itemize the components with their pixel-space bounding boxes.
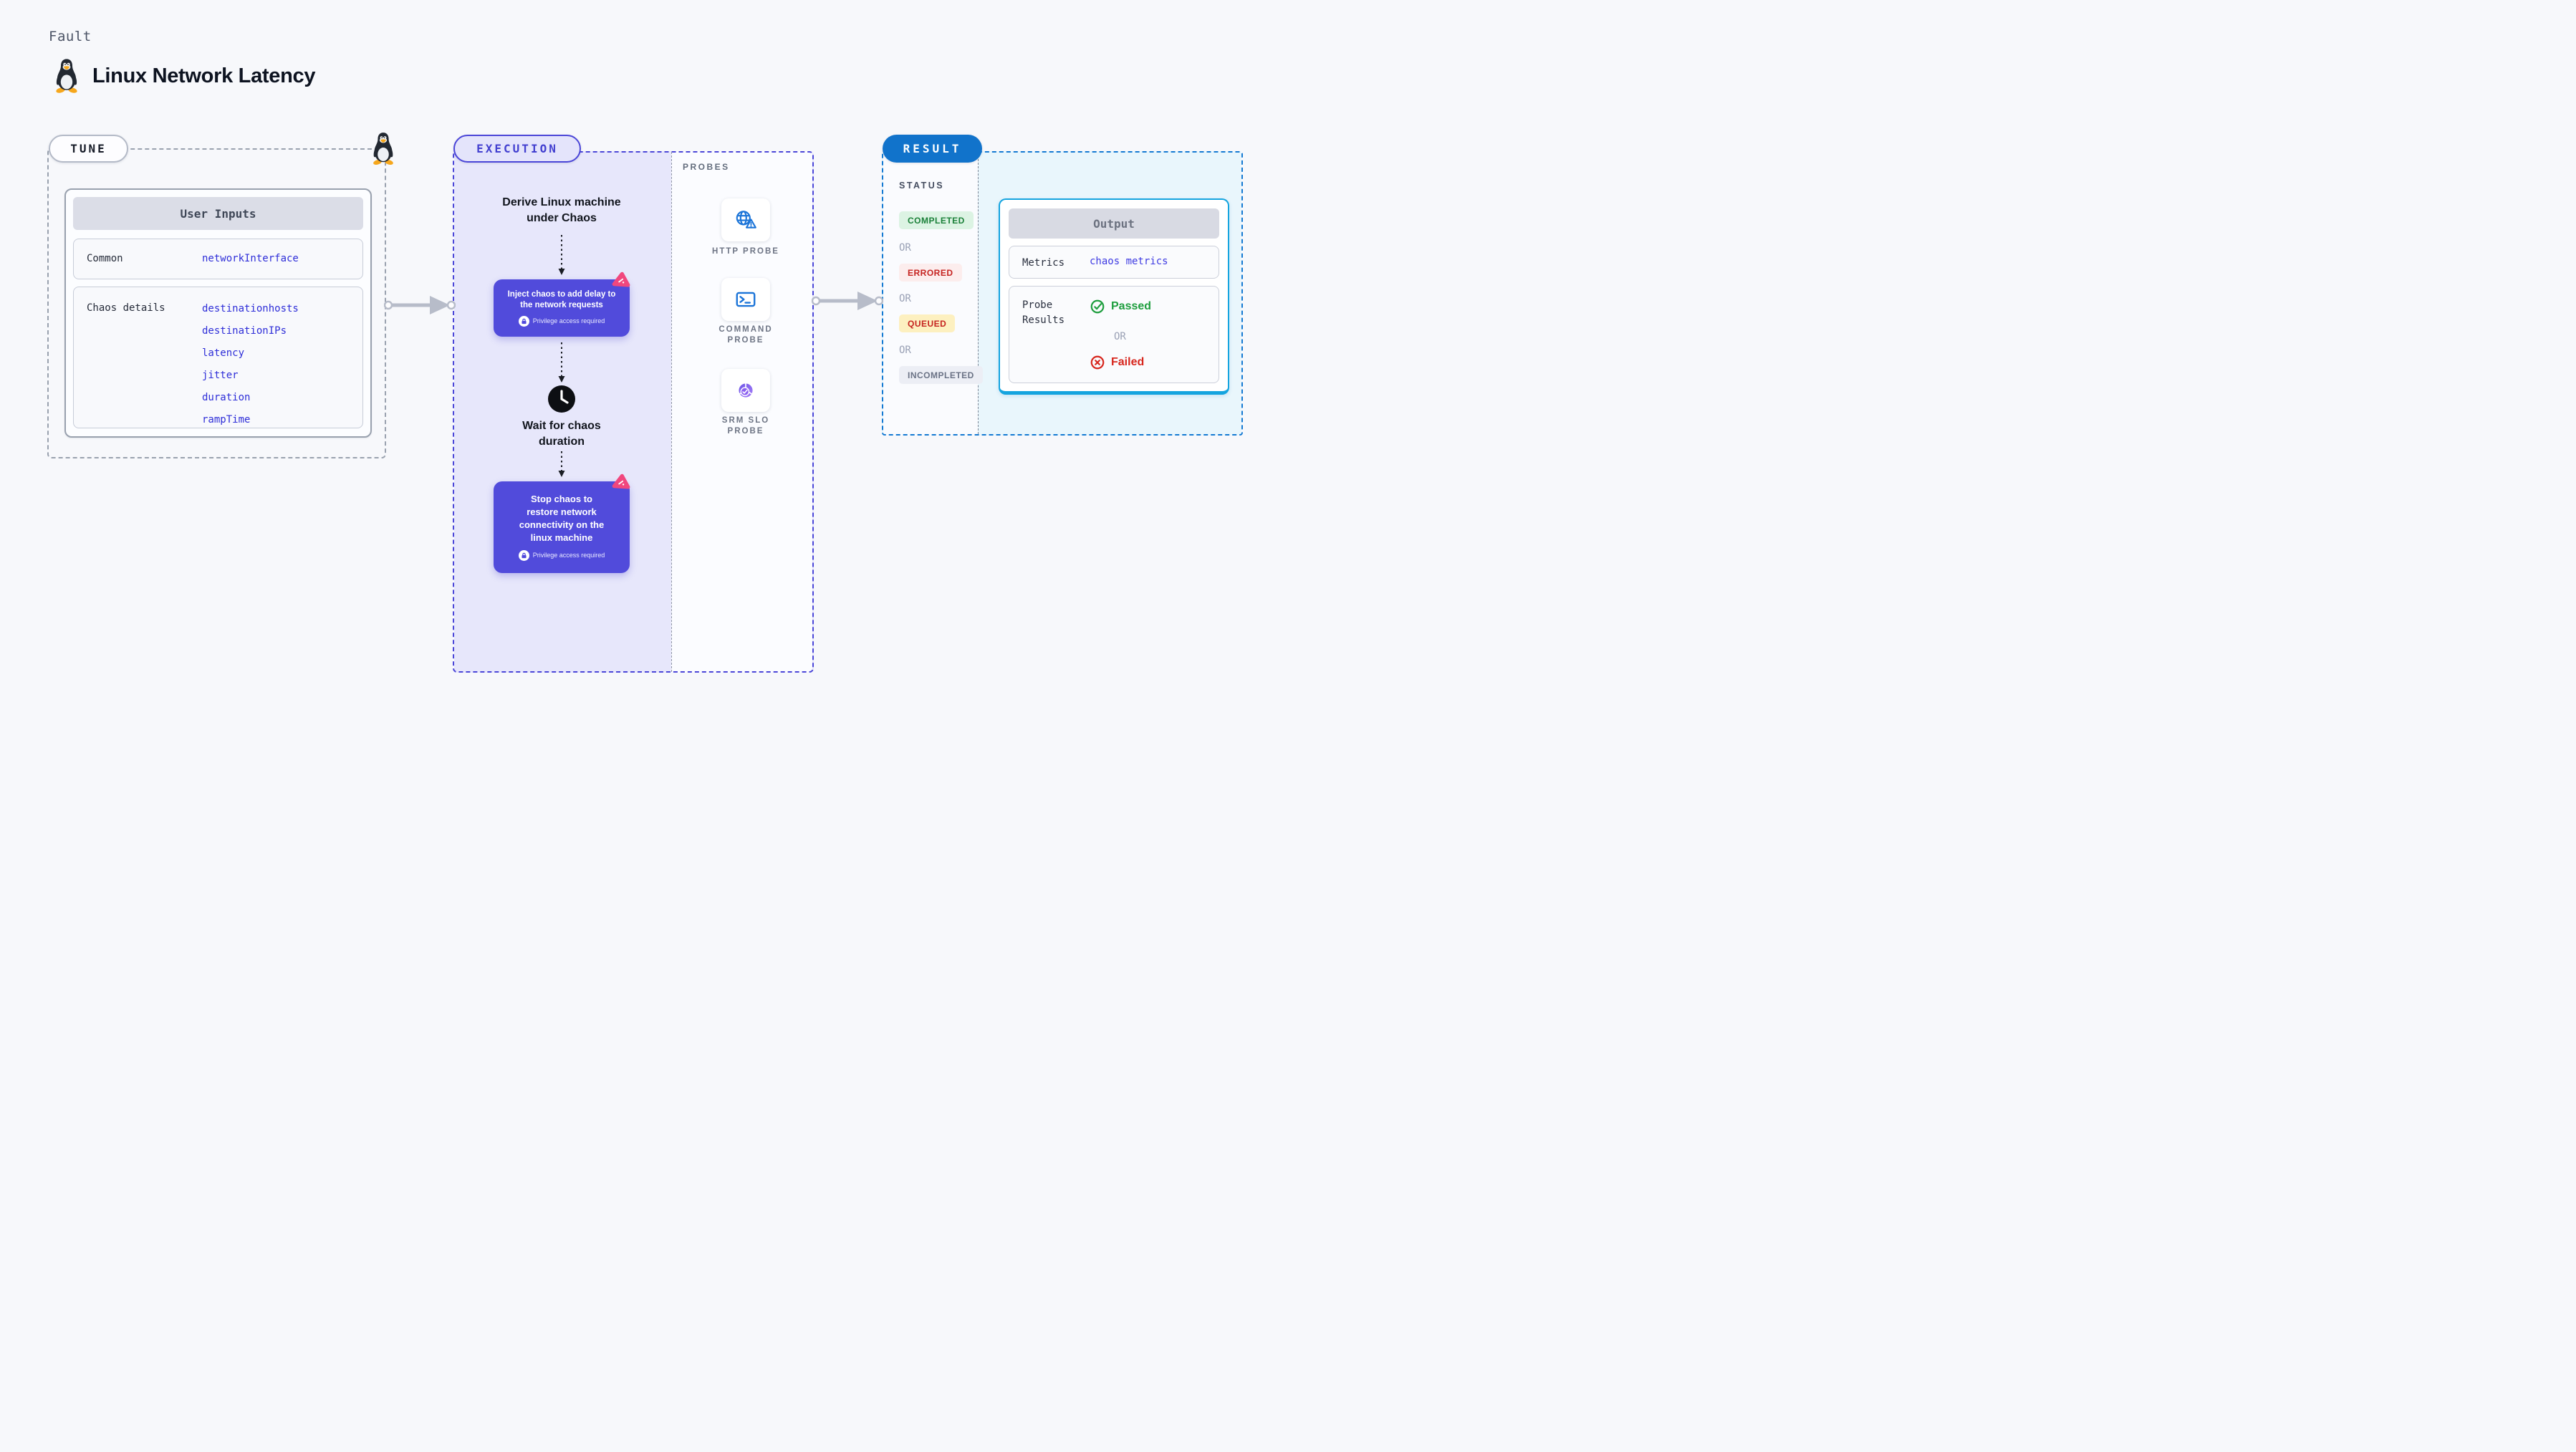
- execution-probes-divider: [671, 152, 672, 672]
- metrics-value: chaos metrics: [1090, 256, 1168, 267]
- command-probe-card: [721, 278, 770, 321]
- chaos-experiment-icon: [609, 269, 633, 293]
- input-row-label: Common: [87, 253, 123, 264]
- passed-result: Passed: [1090, 299, 1151, 314]
- chaos-value: jitter: [202, 370, 239, 381]
- status-output-divider: [978, 152, 979, 434]
- execution-badge: EXECUTION: [453, 135, 581, 163]
- terminal-icon: [734, 287, 758, 312]
- chaos-value: duration: [202, 392, 251, 403]
- fault-diagram: Fault Linux Network Latency TUNE User In…: [0, 0, 1288, 726]
- stop-chaos-node: Stop chaos to restore network connectivi…: [494, 481, 630, 573]
- wait-step-text: Wait for chaos duration: [522, 420, 601, 448]
- clock-icon: [548, 385, 575, 413]
- chaos-value: latency: [202, 347, 245, 359]
- inject-chaos-text: Inject chaos to add delay to the network…: [507, 289, 616, 310]
- probe-or-separator: OR: [1114, 331, 1126, 342]
- dotted-arrow-icon: [558, 342, 565, 383]
- tux-penguin-icon: [52, 57, 81, 95]
- metrics-label: Metrics: [1022, 257, 1065, 269]
- failed-label: Failed: [1111, 356, 1145, 368]
- user-inputs-header: User Inputs: [73, 197, 363, 230]
- privilege-label: Privilege access required: [532, 552, 605, 559]
- status-label: STATUS: [899, 181, 945, 191]
- slo-pie-icon: [733, 378, 759, 403]
- output-header: Output: [1009, 208, 1219, 239]
- status-badge-completed: COMPLETED: [899, 211, 974, 229]
- page-header: Linux Network Latency: [52, 57, 315, 95]
- stop-chaos-text: Stop chaos to restore network connectivi…: [519, 494, 605, 543]
- result-badge: RESULT: [883, 135, 982, 163]
- status-badge-errored: ERRORED: [899, 264, 962, 282]
- input-row-label: Chaos details: [87, 302, 165, 314]
- check-circle-icon: [1090, 299, 1105, 314]
- chaos-value: rampTime: [202, 414, 251, 425]
- output-row-probe-results: Probe Results Passed OR Failed: [1009, 286, 1219, 383]
- lock-icon: [518, 549, 529, 561]
- dotted-arrow-icon: [558, 235, 565, 275]
- probes-label: PROBES: [683, 162, 730, 172]
- privilege-row: Privilege access required: [518, 549, 605, 562]
- tune-badge: TUNE: [49, 135, 128, 163]
- failed-result: Failed: [1090, 355, 1144, 370]
- derive-step-text: Derive Linux machine under Chaos: [502, 196, 621, 224]
- srm-slo-probe-label: SRM SLO PROBE: [721, 416, 770, 436]
- passed-label: Passed: [1111, 300, 1152, 312]
- page-title: Linux Network Latency: [92, 64, 316, 87]
- x-circle-icon: [1090, 355, 1105, 370]
- command-probe-label: COMMAND PROBE: [719, 325, 773, 345]
- srm-slo-probe-card: [721, 369, 770, 412]
- status-or-separator: OR: [899, 242, 911, 254]
- inject-chaos-node: Inject chaos to add delay to the network…: [494, 279, 630, 337]
- input-row-common: Common networkInterface: [73, 239, 363, 279]
- output-row-metrics: Metrics chaos metrics: [1009, 246, 1219, 279]
- chaos-detail-values: destinationhosts destinationIPs latency …: [202, 298, 299, 431]
- status-badge-queued: QUEUED: [899, 314, 956, 332]
- input-row-chaos-details: Chaos details destinationhosts destinati…: [73, 287, 363, 428]
- flow-arrow-tune-to-execution: [384, 296, 456, 314]
- status-or-separator: OR: [899, 293, 911, 304]
- status-or-separator: OR: [899, 345, 911, 356]
- privilege-row: Privilege access required: [518, 316, 605, 327]
- tux-penguin-icon-small: [370, 132, 397, 165]
- http-probe-label: HTTP PROBE: [712, 247, 779, 256]
- privilege-label: Privilege access required: [532, 317, 605, 324]
- input-row-value: networkInterface: [202, 253, 299, 264]
- chaos-value: destinationIPs: [202, 325, 287, 337]
- dotted-arrow-icon: [558, 451, 565, 477]
- globe-alert-icon: [734, 208, 758, 232]
- chaos-value: destinationhosts: [202, 303, 299, 314]
- lock-icon: [518, 316, 529, 327]
- chaos-experiment-icon: [609, 471, 633, 495]
- fault-eyebrow: Fault: [49, 29, 92, 44]
- status-badge-incompleted: INCOMPLETED: [899, 366, 983, 384]
- flow-arrow-execution-to-result: [812, 292, 883, 310]
- http-probe-card: [721, 198, 770, 241]
- probe-results-label: Probe Results: [1022, 299, 1065, 326]
